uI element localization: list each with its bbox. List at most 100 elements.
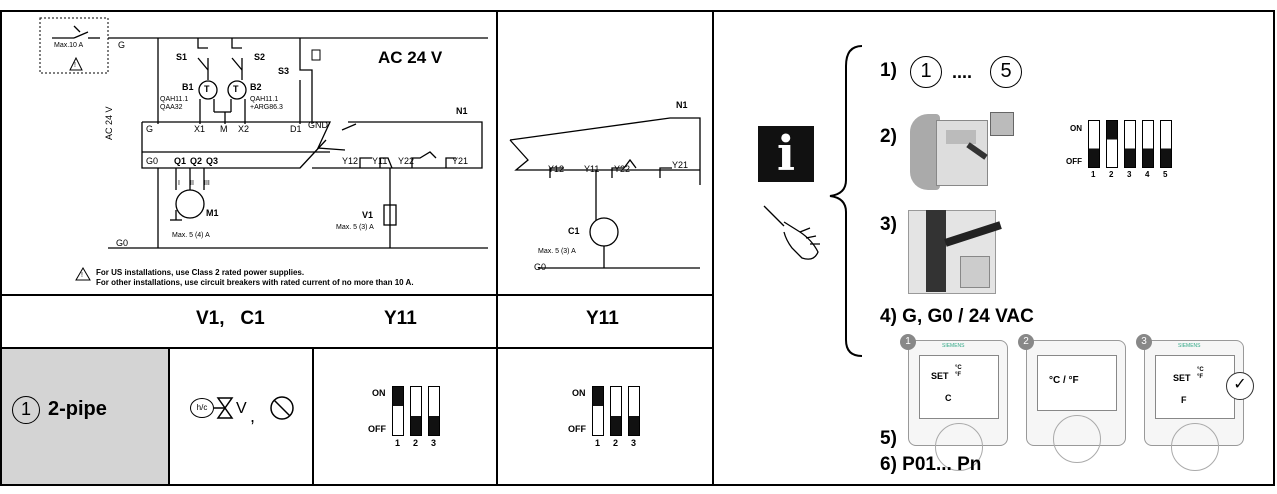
row-number: 1 (20, 399, 31, 419)
terminal-bottom-g0: G0 (146, 156, 159, 166)
step1-dots: .... (952, 62, 973, 82)
thermostat-screen-2: °C / °F (1026, 340, 1126, 463)
hc-valve-icon: h/c (190, 398, 214, 418)
screen1-value: C (945, 393, 952, 403)
screen-number-1: 1 (905, 336, 911, 347)
terminal-bottom-q2: Q2 (190, 156, 203, 166)
info-dip-switch-5[interactable] (1160, 120, 1172, 168)
compressor-output-y12: Y12 (548, 164, 565, 174)
supply-voltage: AC 24 V (378, 48, 443, 67)
row-number-circle: 1 (12, 396, 40, 424)
b1-model-1: QAH11.1 (160, 96, 189, 103)
screen-number-3-circle: 3 (1136, 334, 1152, 350)
dip-b-switch-2[interactable] (610, 386, 622, 436)
output-y12: Y12 (342, 156, 359, 166)
terminal-top-g: G (146, 124, 154, 134)
info-dip-switch-2[interactable] (1106, 120, 1118, 168)
header-y11-a: Y11 (384, 308, 417, 329)
screen-number-2-circle: 2 (1018, 334, 1034, 350)
thermostat-screen-1: SET °C °F C (908, 340, 1008, 471)
compressor-c1-max: Max. 5 (3) A (538, 248, 576, 255)
info-dip-switch-3[interactable] (1124, 120, 1136, 168)
dip-b-num-1: 1 (595, 438, 601, 448)
b2-sensor-icon: T (233, 84, 239, 94)
b2-model-2: +ARG86.3 (250, 104, 283, 111)
s1-label: S1 (176, 52, 188, 62)
terminal-top-d1: D1 (290, 124, 302, 134)
phase-1: I (178, 180, 180, 187)
hc-label: h/c (196, 403, 208, 412)
info-dip-num-4: 4 (1145, 170, 1150, 179)
dip-b-num-2: 2 (613, 438, 619, 448)
compressor-g0-label: G0 (534, 262, 547, 272)
s2-label: S2 (254, 52, 266, 62)
step4: 4) G, G0 / 24 VAC (880, 306, 1034, 327)
terminal-wiring-image (904, 206, 1008, 296)
screen1-set: SET (931, 371, 949, 381)
screen1-unit: °C °F (955, 365, 962, 378)
info-dip-num-5: 5 (1163, 170, 1168, 179)
breaker-label: Max.10 A (54, 42, 84, 49)
output-y11: Y11 (372, 156, 388, 166)
dip-a-switch-1[interactable] (392, 386, 404, 436)
dip-b-switch-3[interactable] (628, 386, 640, 436)
screen2-text: °C / °F (1049, 375, 1079, 386)
dip-a-num-2: 2 (413, 438, 419, 448)
header-actuators: V1, C1 (196, 308, 265, 329)
dip-a-num-3: 3 (431, 438, 437, 448)
screen-number-3: 3 (1141, 336, 1147, 347)
checkmark-icon: ✓ (1226, 372, 1254, 400)
compressor-output-y22: Y22 (614, 164, 631, 174)
terminal-top-x1: X1 (194, 124, 206, 134)
dip-a-switch-2[interactable] (410, 386, 422, 436)
info-dip-on: ON (1070, 124, 1082, 133)
compressor-n1-label: N1 (676, 100, 688, 110)
b1-label: B1 (182, 82, 194, 92)
b2-label: B2 (250, 82, 262, 92)
screen-number-1-circle: 1 (900, 334, 916, 350)
terminal-g0-label: G0 (116, 238, 129, 248)
comma: , (250, 406, 256, 426)
step1-to-circle: 5 (990, 56, 1022, 88)
dip-b-switch-1[interactable] (592, 386, 604, 436)
info-panel (712, 10, 1275, 486)
info-dip-switch-4[interactable] (1142, 120, 1154, 168)
row-label: 2-pipe (48, 398, 107, 420)
terminal-bottom-q3: Q3 (206, 156, 219, 166)
info-icon: i (758, 126, 814, 182)
step1-prefix: 1) (880, 60, 897, 81)
info-dip-switch-1[interactable] (1088, 120, 1100, 168)
info-dip-num-3: 3 (1127, 170, 1132, 179)
compressor-c1-label: C1 (568, 226, 580, 236)
note-line-1: For US installations, use Class 2 rated … (96, 268, 305, 277)
output-y22: Y22 (398, 156, 415, 166)
info-dip-num-1: 1 (1091, 170, 1096, 179)
header-y11-b: Y11 (586, 308, 619, 329)
warning-icon-note: ! (81, 272, 83, 279)
screen-number-2: 2 (1023, 336, 1029, 347)
phase-2: II (190, 180, 194, 187)
step3: 3) (880, 214, 897, 235)
b2-model-1: QAH11.1 (250, 96, 279, 103)
dip-a-off: OFF (368, 424, 386, 434)
phase-3: III (204, 180, 210, 187)
dip-b-num-3: 3 (631, 438, 637, 448)
step1-from-circle: 1 (910, 56, 942, 88)
info-dip-num-2: 2 (1109, 170, 1114, 179)
terminal-top-m: M (220, 124, 228, 134)
terminal-top-gnd: GND (308, 120, 328, 130)
screen3-set: SET (1173, 373, 1191, 383)
step1-to: 5 (1000, 60, 1012, 82)
v1-max-current: Max. 5 (3) A (336, 224, 374, 231)
dip-a-switch-3[interactable] (428, 386, 440, 436)
n1-label: N1 (456, 106, 468, 116)
y11-dip-cell-b (496, 347, 714, 486)
note-line-2: For other installations, use circuit bre… (96, 278, 414, 287)
dip-a-num-1: 1 (395, 438, 401, 448)
device-opening-image (906, 108, 1016, 190)
dip-b-on: ON (572, 388, 586, 398)
m1-label: M1 (206, 208, 219, 218)
